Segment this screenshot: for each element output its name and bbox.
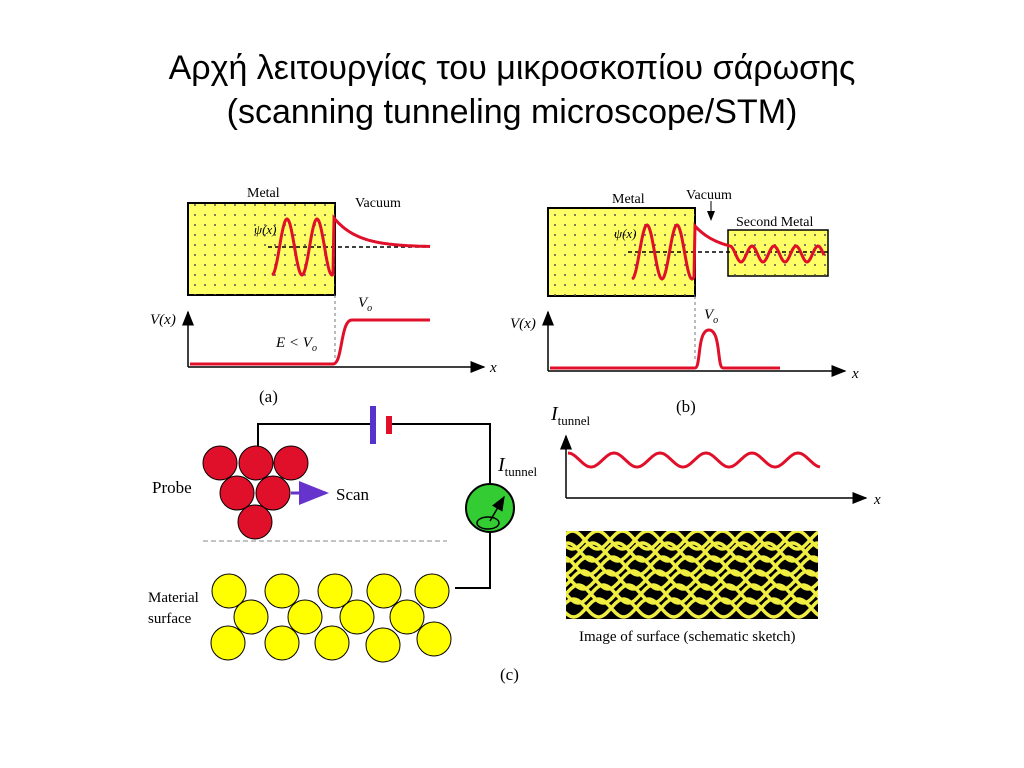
caption-c: (c) xyxy=(500,665,519,684)
potential-barrier-curve xyxy=(550,328,780,370)
surface-atom xyxy=(264,625,300,661)
panel-b: Metal Vacuum Second Metal ψ(x) V(x) x Vo… xyxy=(510,188,859,416)
x-axis-label: x xyxy=(851,366,859,382)
title-line-1: Αρχή λειτουργίας του μικροσκοπίου σάρωση… xyxy=(168,49,856,87)
v-axis-label: V(x) xyxy=(510,316,536,332)
caption-a: (a) xyxy=(259,387,278,406)
wavefunction-curve xyxy=(631,222,826,281)
energy-label: E < Vo xyxy=(275,335,317,354)
probe-atom xyxy=(238,445,274,481)
surface-atoms xyxy=(210,573,452,663)
surface-contour-line xyxy=(566,541,818,563)
psi-label: ψ(x) xyxy=(254,222,277,237)
v-axis-label: V(x) xyxy=(150,312,176,328)
surface-atom xyxy=(339,599,375,635)
surface-contour-line xyxy=(566,531,818,551)
surface-atom xyxy=(366,573,402,609)
metal-label: Metal xyxy=(247,186,280,201)
psi-label: ψ(x) xyxy=(614,226,637,241)
metal-label: Metal xyxy=(612,192,645,207)
surface-atom xyxy=(210,625,246,661)
surface-atom xyxy=(416,621,452,657)
surface-atom xyxy=(365,627,401,663)
probe-atom xyxy=(202,445,238,481)
panel-c: Itunnel Probe Scan xyxy=(148,406,538,684)
slide-title: Αρχή λειτουργίας του μικροσκοπίου σάρωση… xyxy=(0,46,1024,134)
surface-atom xyxy=(264,573,300,609)
panel-a: Metal Vacuum ψ(x) V(x) x Vo E < Vo (a) xyxy=(150,186,497,406)
wavefunction-curve xyxy=(271,213,431,277)
x-axis-label: x xyxy=(489,360,497,376)
vo-label: Vo xyxy=(358,295,372,314)
surface-atom xyxy=(233,599,269,635)
surface-atom xyxy=(414,573,450,609)
ammeter-icon xyxy=(465,483,515,533)
probe-atom xyxy=(255,475,291,511)
second-metal-label: Second Metal xyxy=(736,215,813,230)
title-line-2: (scanning tunneling microscope/STM) xyxy=(226,93,798,131)
surface-atom xyxy=(211,573,247,609)
material-label: Material xyxy=(148,590,199,606)
surface-image: Image of surface (schematic sketch) xyxy=(566,531,818,645)
vo-label: Vo xyxy=(704,307,718,326)
surface-contour-line xyxy=(566,569,818,591)
tunnel-current-plot: Itunnel x xyxy=(550,403,881,508)
surface-atom xyxy=(287,599,323,635)
surface-atom xyxy=(314,625,350,661)
current-curve xyxy=(567,451,821,469)
battery-icon xyxy=(370,406,392,444)
surface-contour-line xyxy=(566,597,818,619)
surface-atom xyxy=(389,599,425,635)
probe-label: Probe xyxy=(152,478,192,497)
circuit-wire xyxy=(257,423,491,589)
scan-label: Scan xyxy=(336,485,370,504)
potential-step-curve xyxy=(190,318,430,366)
surface-image-caption: Image of surface (schematic sketch) xyxy=(579,629,796,645)
probe-atom xyxy=(273,445,309,481)
probe-tip xyxy=(202,445,309,540)
probe-atom xyxy=(237,504,273,540)
surface-contour-line xyxy=(566,597,818,619)
caption-b: (b) xyxy=(676,397,696,416)
vacuum-label: Vacuum xyxy=(686,188,732,203)
surface-label: surface xyxy=(148,611,192,627)
probe-atom xyxy=(219,475,255,511)
surface-contour-line xyxy=(566,555,818,577)
y-axis-label: Itunnel xyxy=(550,403,591,428)
vacuum-label: Vacuum xyxy=(355,196,401,211)
itunnel-label: Itunnel xyxy=(497,454,538,479)
surface-contour-line xyxy=(566,569,818,591)
surface-atom xyxy=(317,573,353,609)
x-axis-label: x xyxy=(873,492,881,508)
surface-contour-line xyxy=(566,531,818,551)
